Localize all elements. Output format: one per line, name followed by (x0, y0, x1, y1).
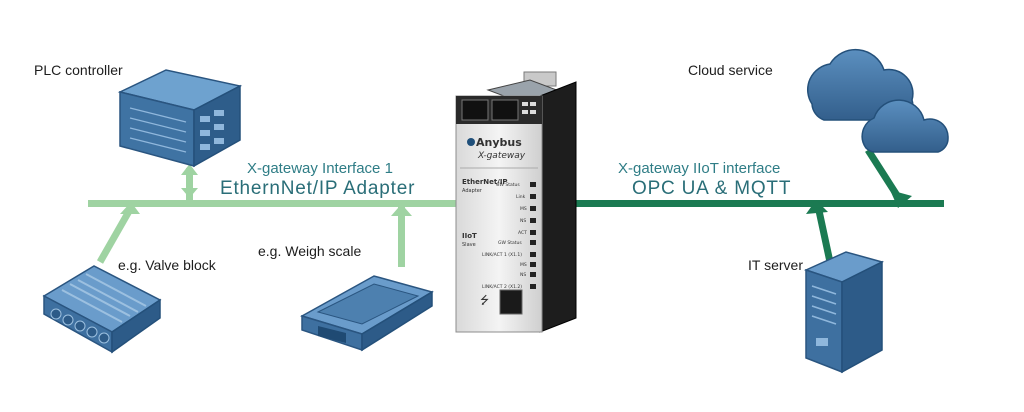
right-interface-title: X-gateway IIoT interface (618, 160, 781, 177)
plc-arrow (181, 164, 198, 175)
gateway-led-label-4: ACT (518, 230, 527, 236)
right-bus-line (574, 200, 944, 207)
anybus-logo-icon (467, 138, 475, 146)
gateway-led-label-7: MS (520, 262, 527, 268)
gateway-led-label-0: GW Status (496, 182, 520, 188)
gateway-bottom-role: Slave (462, 242, 476, 248)
gateway-leds (530, 182, 536, 289)
gateway-led-label-9: LINK/ACT 2 (X1.2) (482, 284, 522, 290)
plc-controller-label: PLC controller (34, 62, 123, 78)
left-bus-line (88, 200, 460, 207)
gateway-top-section: EtherNet/IP (462, 178, 508, 186)
right-interface-protocol: OPC UA & MQTT (632, 178, 792, 199)
gateway-device: Anybus X-gateway EtherNet/IP Adapter GW … (455, 71, 577, 333)
left-interface-title: X-gateway Interface 1 (247, 160, 393, 177)
gateway-led-label-3: NS (520, 218, 526, 224)
usb-port (499, 289, 523, 315)
gateway-led-label-8: NS (520, 272, 526, 278)
gateway-bottom-section: IIoT (462, 232, 477, 240)
plc-connector (186, 168, 193, 202)
plc-controller-icon (117, 69, 243, 168)
valve-arrow (120, 202, 140, 214)
it-server-icon (803, 251, 885, 374)
valve-block-label: e.g. Valve block (118, 257, 216, 273)
scale-arrow (391, 204, 412, 216)
valve-connector (96, 204, 136, 264)
gateway-led-label-5: GW Status (498, 240, 522, 246)
gateway-led-label-6: LINK/ACT 1 (X1.1) (482, 252, 522, 258)
usb-icon: ⭍ (480, 294, 489, 307)
gateway-led-label-1: Link (516, 194, 526, 200)
cloud-arrow (890, 190, 912, 208)
weigh-scale-icon (300, 275, 434, 352)
gateway-brand: Anybus (476, 136, 522, 149)
gateway-led-label-2: MS (520, 206, 527, 212)
left-interface-protocol: EthernNet/IP Adapter (220, 178, 416, 199)
it-server-label: IT server (748, 257, 803, 273)
right-bus (574, 148, 944, 263)
server-arrow (806, 200, 828, 214)
valve-block-icon (42, 265, 162, 354)
gateway-top-role: Adapter (462, 188, 483, 194)
scale-connector (398, 205, 405, 267)
cloud-service-label: Cloud service (688, 62, 773, 78)
weigh-scale-label: e.g. Weigh scale (258, 243, 362, 259)
left-bus (88, 164, 460, 267)
gateway-model: X-gateway (477, 151, 526, 161)
cloud-icon (807, 48, 949, 153)
server-connector (814, 205, 834, 263)
